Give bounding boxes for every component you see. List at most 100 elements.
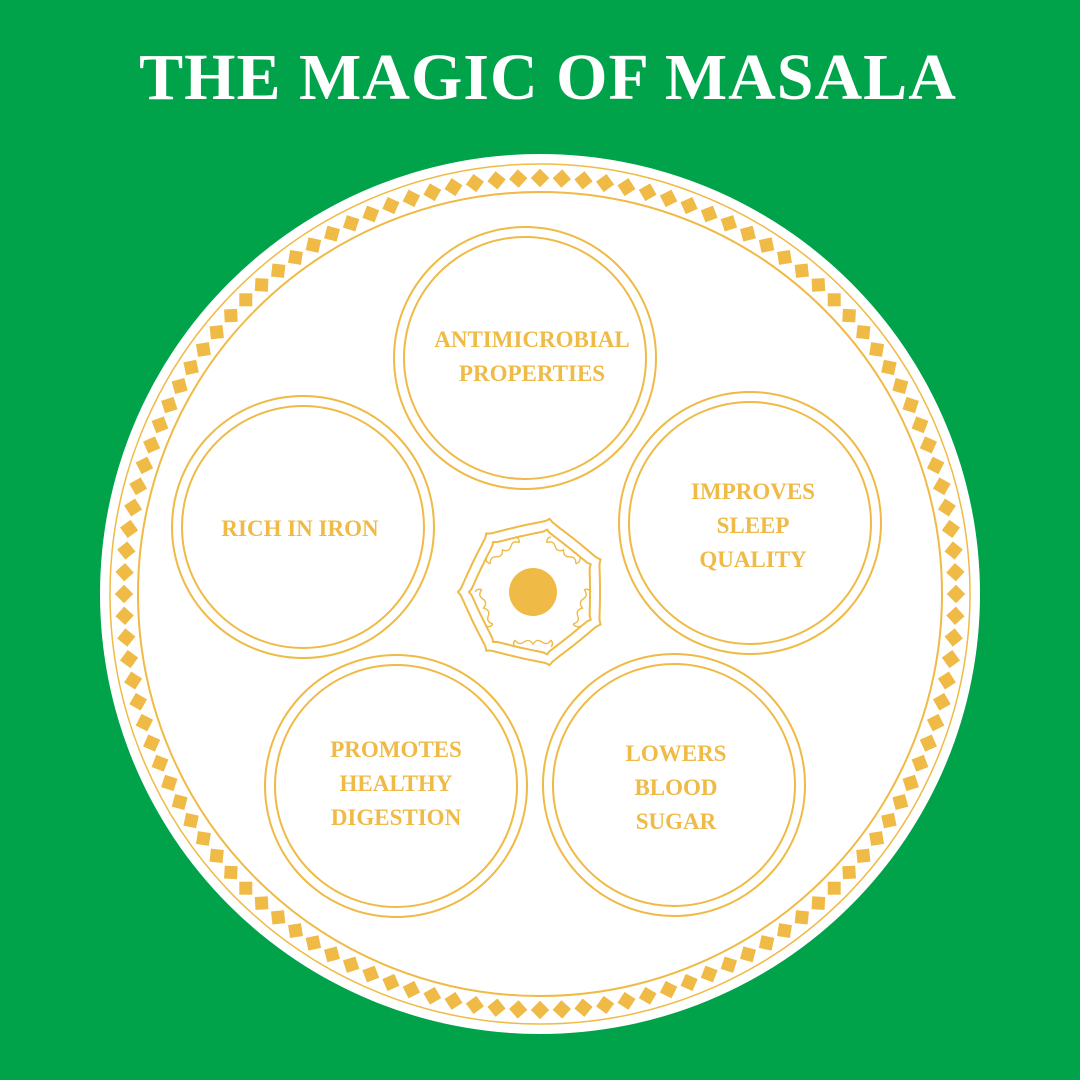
benefit-line: LOWERS xyxy=(625,741,727,766)
diamond-mark xyxy=(680,973,698,991)
diamond-mark xyxy=(777,249,792,265)
diamond-mark xyxy=(638,986,657,1005)
diamond-mark xyxy=(856,325,871,340)
diamond-mark xyxy=(271,910,286,925)
diamond-mark xyxy=(209,848,224,863)
benefit-line: PROMOTES xyxy=(330,737,462,762)
benefit-line: HEALTHY xyxy=(339,771,453,796)
diamond-mark xyxy=(919,734,937,752)
diamond-mark xyxy=(680,197,698,215)
diamond-mark xyxy=(740,946,756,963)
page-title: THE MAGIC OF MASALA xyxy=(139,41,957,114)
diamond-mark xyxy=(932,477,951,496)
diamond-mark xyxy=(120,650,139,669)
diamond-mark xyxy=(487,998,506,1017)
benefit-line: PROPERTIES xyxy=(458,361,606,386)
diamond-mark xyxy=(617,178,636,197)
bowl-blood-sugar xyxy=(542,653,806,917)
benefit-line: DIGESTION xyxy=(330,805,462,830)
diamond-mark xyxy=(946,584,966,604)
diamond-mark xyxy=(124,671,143,690)
center-ornament-icon xyxy=(456,517,602,667)
ornament-scroll xyxy=(545,536,581,565)
benefit-line: SLEEP xyxy=(716,513,790,538)
diamond-mark xyxy=(944,628,963,647)
benefit-iron: RICH IN IRON xyxy=(180,512,420,546)
diamond-mark xyxy=(224,308,238,323)
diamond-mark xyxy=(288,923,303,939)
diamond-mark xyxy=(574,171,593,190)
diamond-mark xyxy=(919,436,937,454)
diamond-mark xyxy=(324,225,340,242)
diamond-mark xyxy=(617,991,636,1010)
diamond-mark xyxy=(937,498,956,517)
diamond-mark xyxy=(911,416,929,434)
benefit-line: ANTIMICROBIAL xyxy=(434,327,630,352)
diamond-mark xyxy=(423,183,442,202)
diamond-mark xyxy=(638,183,657,202)
diamond-mark xyxy=(869,342,885,357)
diamond-mark xyxy=(402,189,421,208)
diamond-mark xyxy=(143,734,161,752)
diamond-mark xyxy=(659,980,678,999)
diamond-mark xyxy=(509,169,528,188)
diamond-mark xyxy=(115,606,134,625)
diamond-mark xyxy=(239,293,253,307)
diamond-mark xyxy=(382,197,400,215)
diamond-mark xyxy=(171,794,188,810)
ornament-scroll xyxy=(512,639,554,648)
bowl-sleep xyxy=(618,391,882,655)
diamond-mark xyxy=(305,935,322,951)
plate-inner-rim xyxy=(137,191,943,997)
diamond-mark xyxy=(305,237,322,253)
benefit-digestion: PROMOTES HEALTHY DIGESTION xyxy=(276,733,516,835)
diamond-mark xyxy=(758,935,775,951)
diamond-mark xyxy=(530,168,550,188)
diamond-mark xyxy=(487,171,506,190)
benefit-line: SUGAR xyxy=(635,809,717,834)
benefit-line: BLOOD xyxy=(634,775,718,800)
diamond-mark xyxy=(720,956,738,973)
ornament-scroll xyxy=(572,588,592,628)
diamond-mark xyxy=(362,965,380,983)
center-dot xyxy=(509,568,557,616)
diamond-mark xyxy=(509,1000,528,1019)
ornament-scroll xyxy=(474,588,494,628)
diamond-mark xyxy=(811,278,826,292)
diamond-mark xyxy=(902,774,919,792)
diamond-mark xyxy=(465,174,484,193)
diamond-mark xyxy=(114,584,134,604)
diamond-mark xyxy=(135,456,154,475)
diamond-mark xyxy=(362,205,380,223)
diamond-mark xyxy=(183,359,199,376)
bowl-antimicrobial xyxy=(393,226,657,490)
diamond-mark xyxy=(120,519,139,538)
diamond-mark xyxy=(195,831,211,846)
diamond-mark xyxy=(811,896,826,910)
diamond-mark xyxy=(161,396,178,414)
diamond-mark xyxy=(596,174,615,193)
diamond-mark xyxy=(932,692,951,711)
diamond-mark xyxy=(946,563,965,582)
diamond-mark xyxy=(224,865,238,880)
diamond-mark xyxy=(552,169,571,188)
diamond-mark xyxy=(129,692,148,711)
diamond-mark xyxy=(444,178,463,197)
diamond-mark xyxy=(902,396,919,414)
diamond-mark xyxy=(209,325,224,340)
diamond-mark xyxy=(115,563,134,582)
diamond-mark xyxy=(827,293,841,307)
diamond-mark xyxy=(129,477,148,496)
diamond-mark xyxy=(342,215,360,232)
diamond-mark xyxy=(552,1000,571,1019)
diamond-mark xyxy=(288,249,303,265)
diamond-mark xyxy=(758,237,775,253)
diamond-mark xyxy=(183,812,199,829)
diamond-mark xyxy=(151,416,169,434)
benefit-antimicrobial: ANTIMICROBIAL PROPERTIES xyxy=(412,323,652,391)
diamond-mark xyxy=(161,774,178,792)
diamond-mark xyxy=(892,794,909,810)
diamond-mark xyxy=(941,519,960,538)
diamond-mark xyxy=(926,713,945,732)
